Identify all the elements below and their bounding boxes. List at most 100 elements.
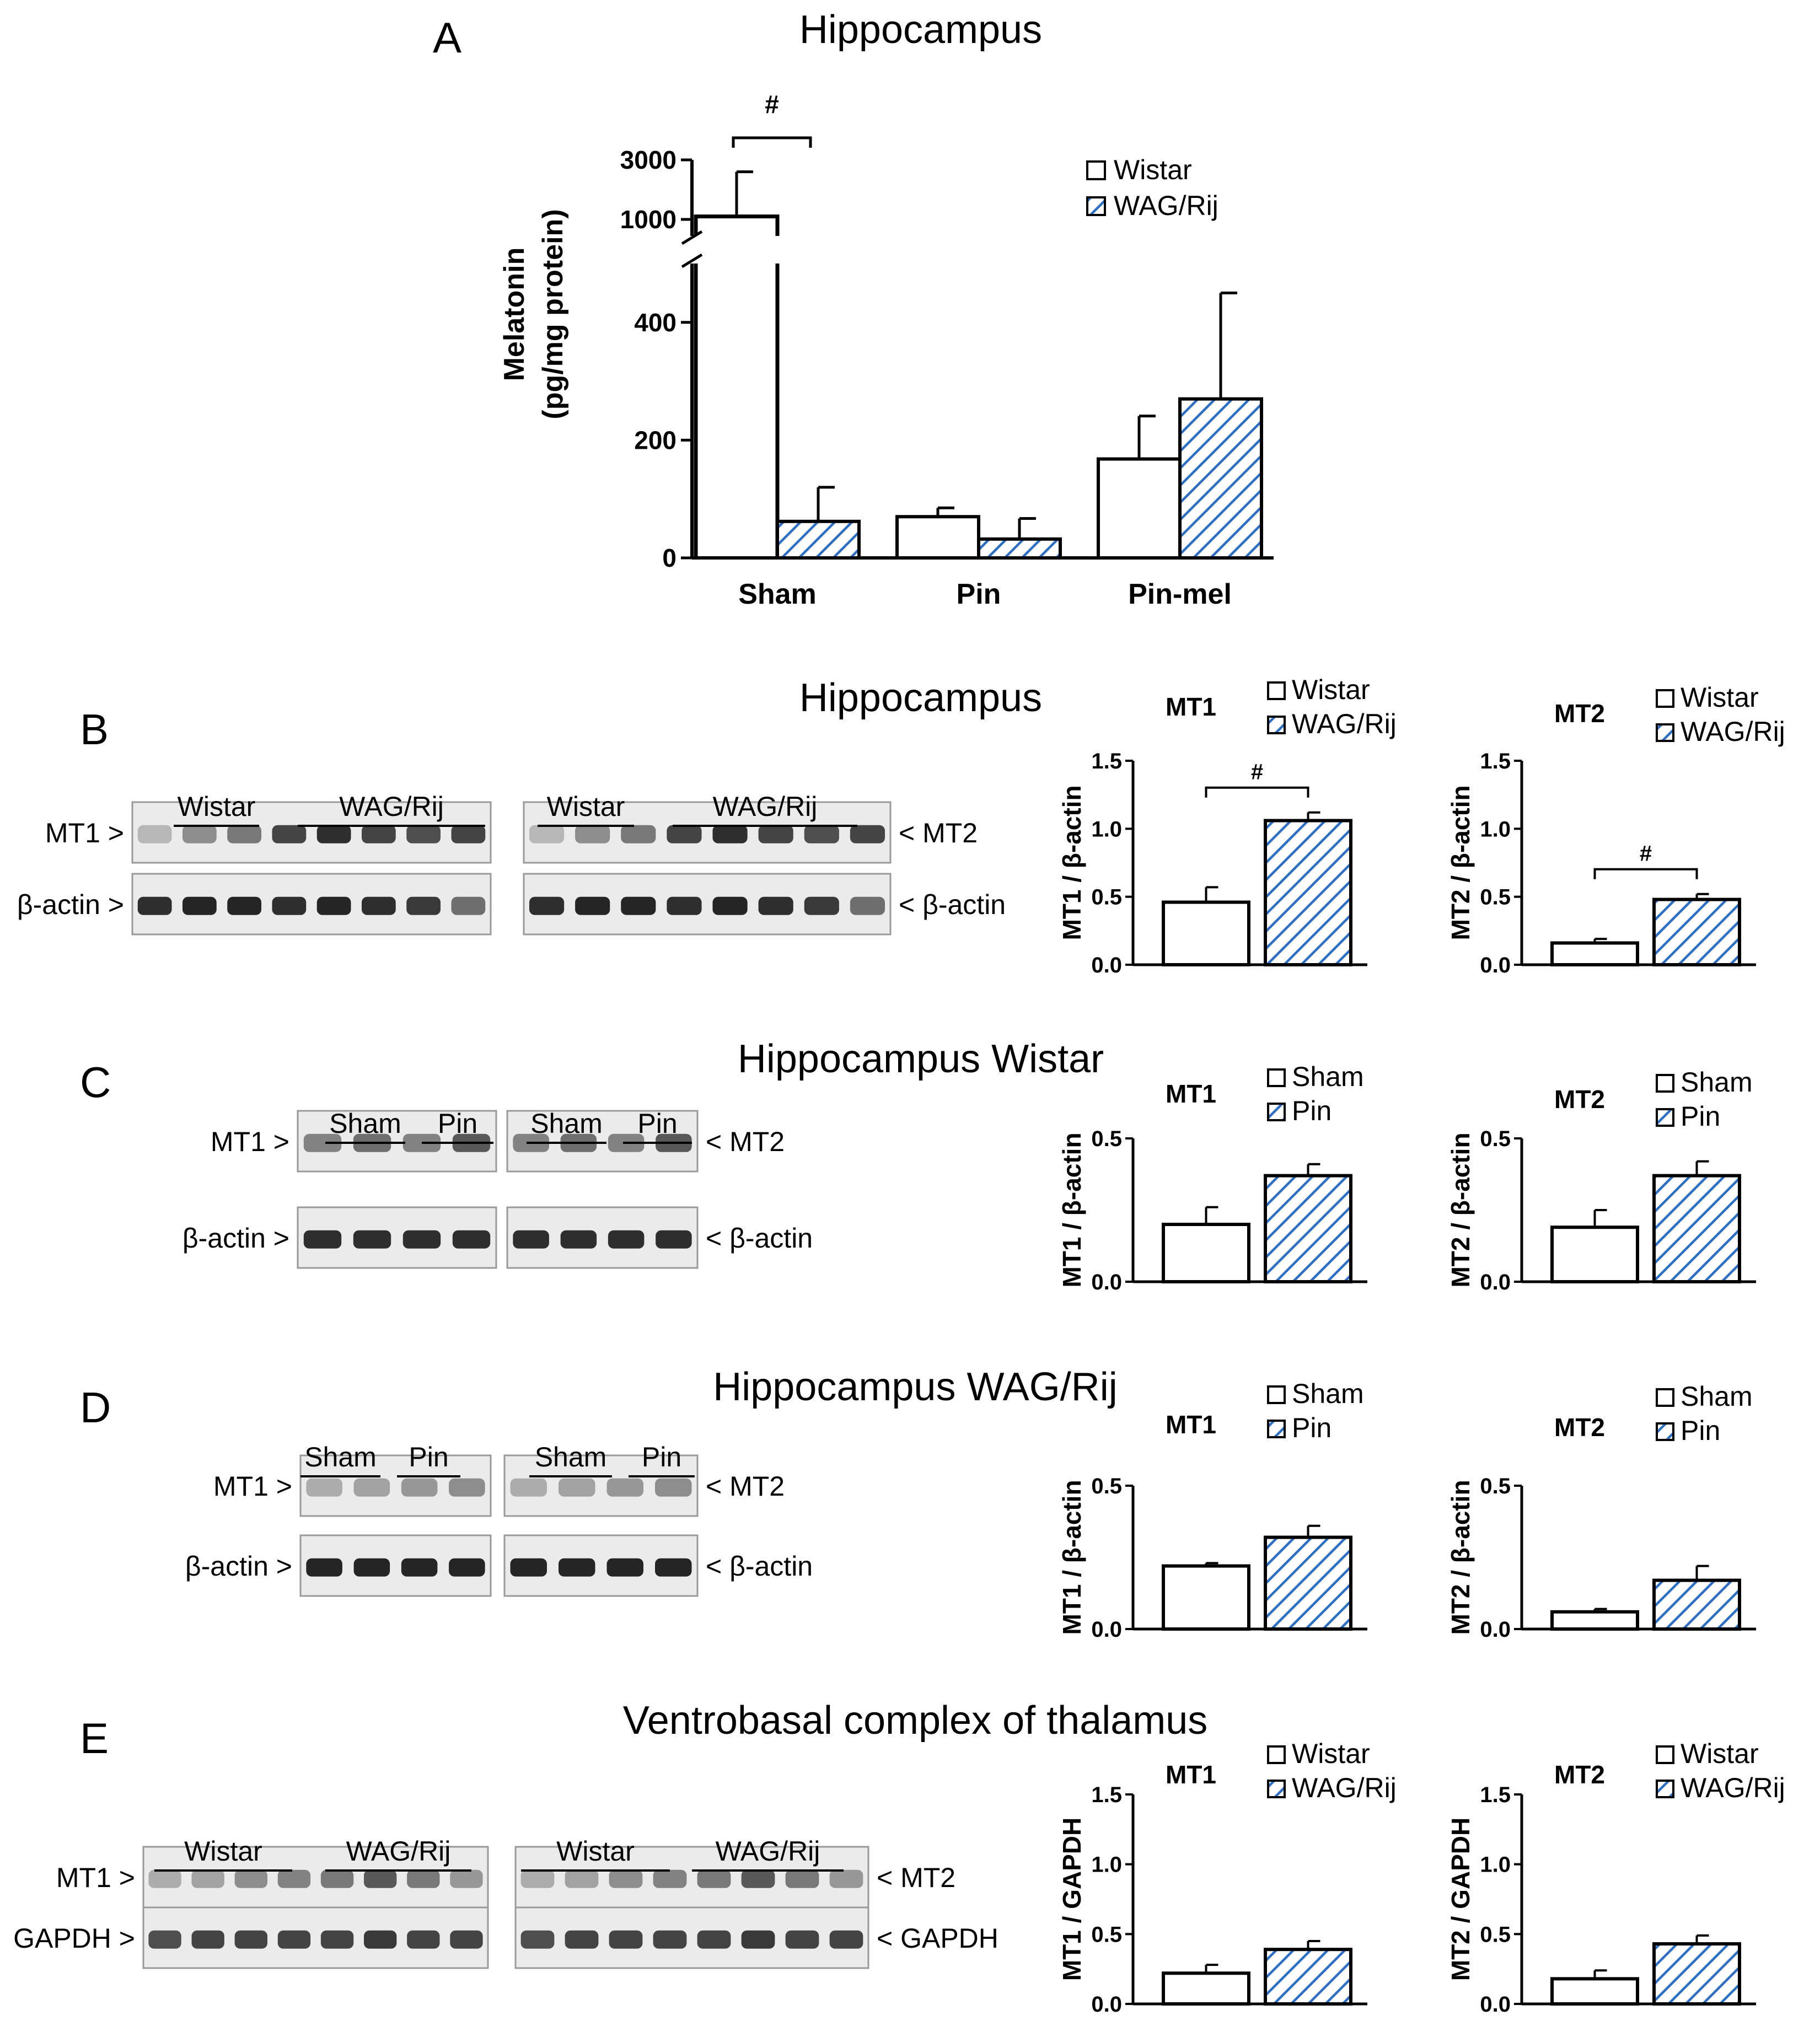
protein-band — [804, 896, 839, 915]
protein-band — [621, 896, 656, 915]
protein-band — [529, 825, 565, 843]
legend-swatch — [1086, 160, 1106, 180]
blot-group-label: Wistar — [184, 1836, 262, 1867]
bar-open — [1162, 1564, 1250, 1631]
legend-label: Sham — [1681, 1381, 1753, 1412]
y-tick-label: 200 — [634, 426, 677, 454]
protein-band — [452, 1230, 491, 1249]
legend-label: Wistar — [1681, 682, 1759, 713]
bar-hatched — [1264, 1535, 1352, 1631]
blot-row-label: < β-actin — [899, 889, 1006, 920]
blot-strip — [299, 1454, 492, 1517]
protein-band — [655, 1558, 692, 1577]
protein-band — [450, 1869, 483, 1888]
legend-label: WAG/Rij — [1114, 190, 1218, 221]
legend-label: Sham — [1292, 1378, 1364, 1409]
protein-band — [303, 1230, 342, 1249]
legend-swatch — [1267, 716, 1286, 734]
bar-wistar-pinmel — [1097, 457, 1182, 560]
y-axis-title: MT1 / β-actin — [1057, 1132, 1086, 1287]
protein-band — [362, 825, 396, 843]
blot-row-label: < MT2 — [706, 1126, 785, 1157]
protein-band — [667, 896, 702, 915]
protein-band — [303, 1133, 342, 1152]
chart-title: MT1 — [1166, 692, 1216, 721]
protein-band — [272, 896, 307, 915]
protein-band — [575, 896, 610, 915]
legend-swatch — [1656, 1388, 1674, 1407]
blot-row-label: < β-actin — [706, 1551, 813, 1582]
axis-break-mark — [681, 253, 703, 268]
legend-swatch — [1656, 1780, 1674, 1798]
protein-band — [520, 1869, 555, 1888]
protein-band — [565, 1930, 599, 1949]
protein-band — [353, 1230, 391, 1249]
protein-band — [364, 1869, 397, 1888]
protein-band — [227, 825, 261, 843]
blot-row-label: β-actin > — [17, 889, 124, 920]
protein-band — [227, 896, 261, 915]
protein-band — [621, 825, 656, 843]
bar-hatched — [1652, 1578, 1741, 1631]
y-tick-label: 0.5 — [1480, 1922, 1511, 1947]
section-title-d: Hippocampus WAG/Rij — [713, 1365, 1118, 1409]
protein-band — [653, 1869, 687, 1888]
protein-band — [277, 1930, 311, 1949]
legend-label: Pin — [1292, 1412, 1332, 1443]
bar-wagrij-pin — [977, 537, 1062, 560]
y-tick-label: 1.5 — [1480, 1783, 1511, 1807]
protein-band — [785, 1930, 819, 1949]
protein-band — [353, 1558, 390, 1577]
legend-label: WAG/Rij — [1292, 1772, 1397, 1803]
bar-open — [1162, 900, 1250, 966]
y-tick-label: 0.5 — [1091, 1922, 1122, 1947]
blot-group-label: Pin — [438, 1108, 477, 1139]
bar-wagrij-sham — [776, 519, 861, 560]
protein-band — [606, 1478, 643, 1497]
protein-band — [559, 1478, 595, 1497]
chart-title: MT2 — [1554, 699, 1605, 728]
y-tick-label: 0.0 — [1091, 1617, 1122, 1642]
legend-label: Pin — [1681, 1101, 1720, 1132]
legend-swatch — [1267, 1420, 1286, 1438]
blot-group-label: Sham — [329, 1108, 401, 1139]
blot-group-label: Wistar — [178, 791, 256, 822]
protein-band — [850, 896, 885, 915]
bar-open — [1162, 1223, 1250, 1283]
y-axis-title: MT1 / β-actin — [1057, 785, 1086, 940]
bar-wistar-sham — [694, 214, 780, 236]
blot-row-label: < MT2 — [706, 1471, 785, 1502]
protein-band — [559, 1558, 595, 1577]
protein-band — [182, 825, 217, 843]
chart-title: MT2 — [1554, 1760, 1605, 1789]
protein-band — [560, 1230, 597, 1249]
blot-group-label: WAG/Rij — [339, 791, 444, 822]
y-tick-label: 0.5 — [1480, 1127, 1511, 1151]
protein-band — [758, 825, 793, 843]
protein-band — [712, 896, 748, 915]
legend-swatch — [1656, 723, 1674, 742]
y-axis-title: Melatonin — [498, 248, 530, 381]
protein-band — [407, 1930, 440, 1949]
legend-swatch — [1267, 1745, 1286, 1764]
protein-band — [182, 896, 217, 915]
legend-label: WAG/Rij — [1681, 1772, 1785, 1803]
y-tick-label: 0.5 — [1480, 885, 1511, 910]
protein-band — [277, 1869, 311, 1888]
y-tick-label: 0.0 — [1480, 1617, 1511, 1642]
protein-band — [850, 825, 885, 843]
y-axis-title: MT2 / β-actin — [1446, 785, 1475, 940]
bar-hatched — [1652, 1174, 1741, 1284]
blot-row-label: < MT2 — [877, 1862, 955, 1893]
y-axis-title: MT1 / β-actin — [1057, 1480, 1086, 1635]
section-title-a: Hippocampus — [799, 8, 1042, 52]
protein-band — [712, 825, 748, 843]
bar-open — [1162, 1971, 1250, 2006]
bar-hatched — [1652, 1942, 1741, 2006]
